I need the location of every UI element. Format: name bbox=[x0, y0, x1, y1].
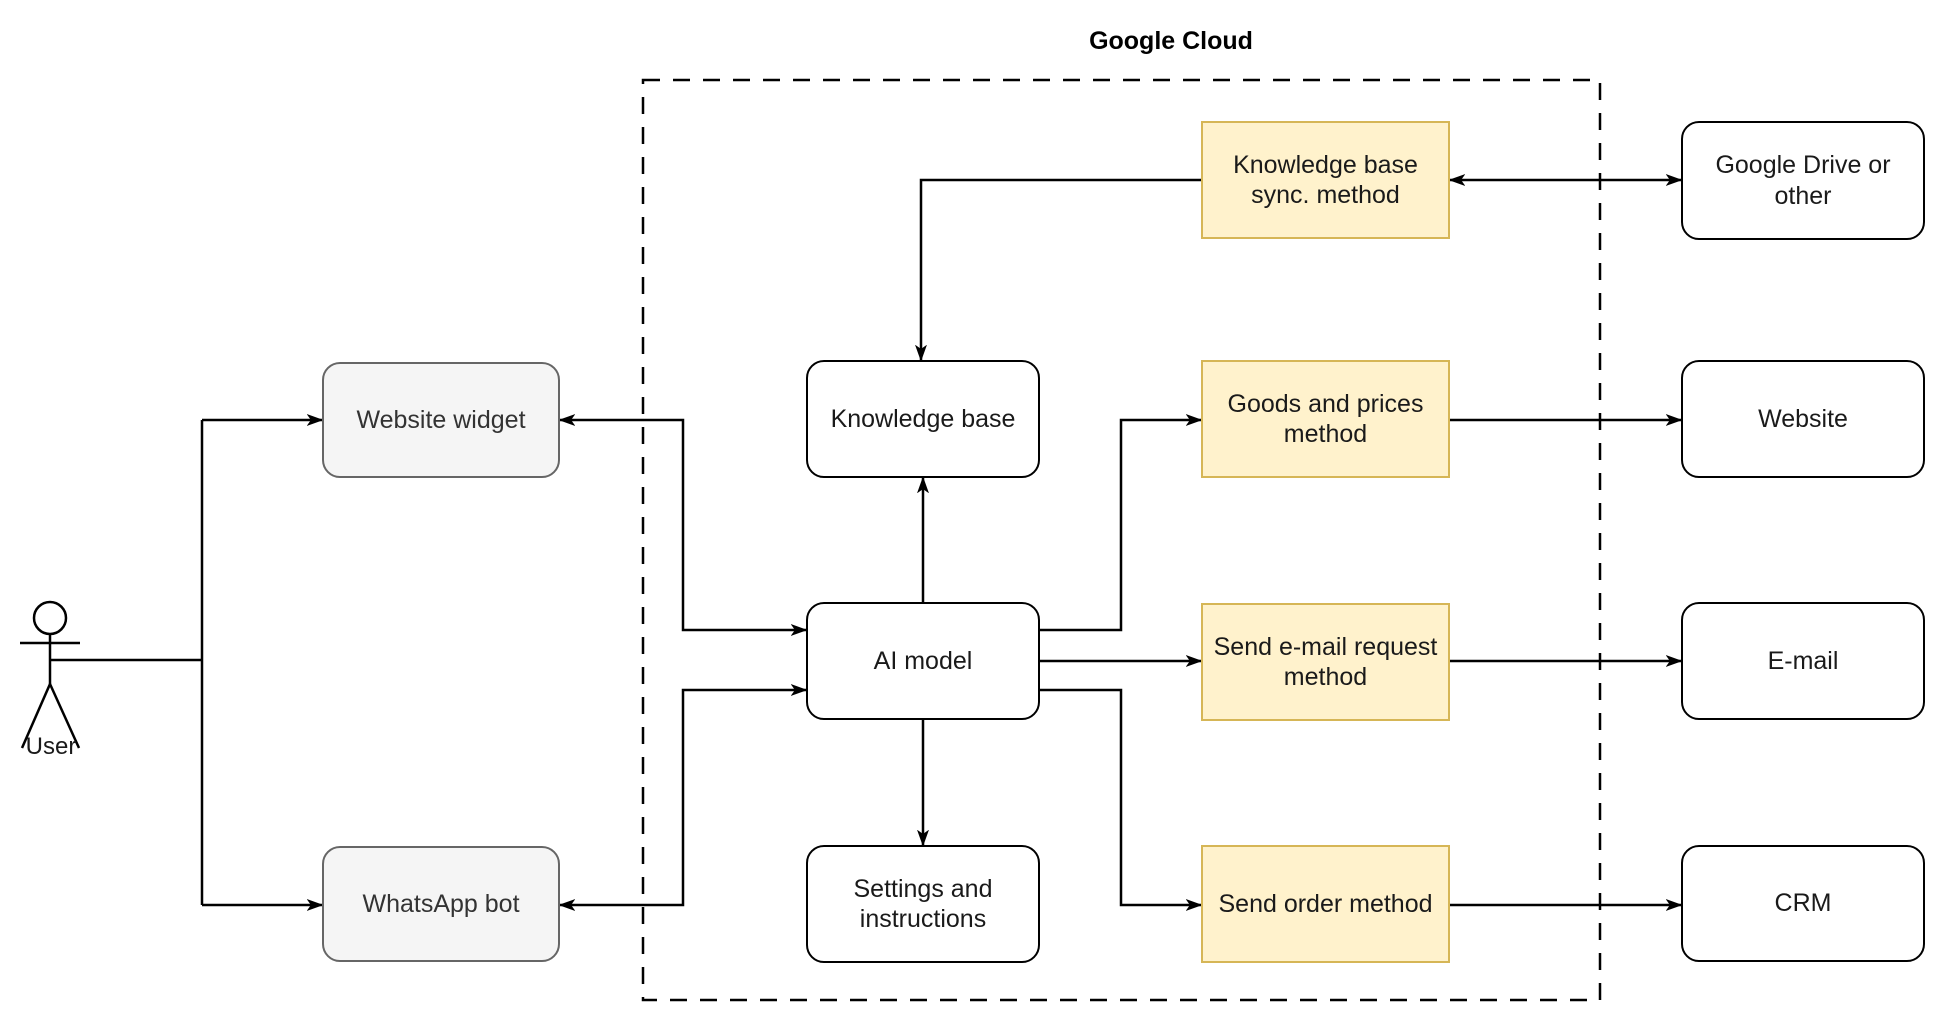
edge-website-widget-ai-model bbox=[560, 420, 806, 630]
node-email: E-mail bbox=[1681, 602, 1925, 720]
node-website-widget: Website widget bbox=[322, 362, 560, 478]
node-email-label: E-mail bbox=[1767, 646, 1839, 675]
node-google-drive-label: Google Drive or other bbox=[1715, 151, 1891, 210]
node-website: Website bbox=[1681, 360, 1925, 478]
node-website-label: Website bbox=[1758, 404, 1848, 433]
edge-whatsapp-bot-ai-model bbox=[560, 690, 806, 905]
node-google-drive: Google Drive or other bbox=[1681, 121, 1925, 240]
user-actor-icon bbox=[20, 600, 81, 749]
google-cloud-container-border bbox=[641, 78, 1602, 1002]
node-knowledge-base: Knowledge base bbox=[806, 360, 1040, 478]
user-actor-label: User bbox=[25, 733, 77, 760]
node-send-order-method-label: Send order method bbox=[1218, 889, 1433, 918]
edge-sync-method-to-knowledge-base bbox=[921, 178, 1201, 360]
google-cloud-container-title: Google Cloud bbox=[1089, 27, 1253, 55]
node-goods-prices-method-label: Goods and prices method bbox=[1227, 389, 1424, 449]
node-crm: CRM bbox=[1681, 845, 1925, 962]
node-website-widget-label: Website widget bbox=[356, 405, 526, 434]
edge-ai-model-to-order-method bbox=[1040, 688, 1201, 905]
node-crm-label: CRM bbox=[1774, 889, 1832, 918]
edge-ai-model-to-goods-method bbox=[1040, 420, 1201, 632]
node-send-email-method: Send e-mail request method bbox=[1201, 603, 1450, 721]
node-whatsapp-bot-label: WhatsApp bot bbox=[362, 889, 520, 918]
node-goods-prices-method: Goods and prices method bbox=[1201, 360, 1450, 478]
node-send-email-method-label: Send e-mail request method bbox=[1213, 632, 1438, 692]
node-ai-model-label: AI model bbox=[873, 646, 973, 675]
node-knowledge-base-label: Knowledge base bbox=[830, 404, 1016, 433]
node-ai-model: AI model bbox=[806, 602, 1040, 720]
node-whatsapp-bot: WhatsApp bot bbox=[322, 846, 560, 962]
node-kb-sync-method: Knowledge base sync. method bbox=[1201, 121, 1450, 239]
node-kb-sync-method-label: Knowledge base sync. method bbox=[1233, 150, 1418, 210]
node-settings-instructions: Settings and instructions bbox=[806, 845, 1040, 963]
node-send-order-method: Send order method bbox=[1201, 845, 1450, 963]
node-settings-instructions-label: Settings and instructions bbox=[853, 874, 993, 934]
